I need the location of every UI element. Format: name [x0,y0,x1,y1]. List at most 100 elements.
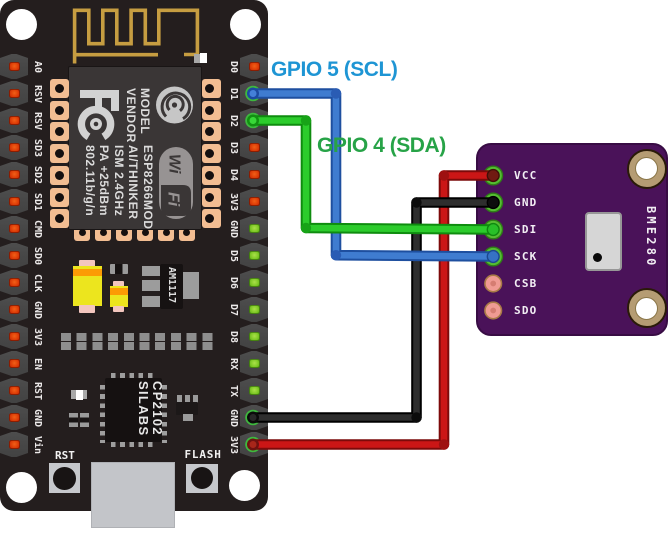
esp-pad [202,209,221,229]
nodemcu-left-pin: EN [0,350,43,377]
resistor-row [60,342,218,350]
pin-label: RST [31,381,43,400]
pin-label: CMD [31,219,43,238]
resistor-row [60,332,218,341]
pin-label: D6 [227,276,239,289]
nodemcu-left-pin: CMD [0,215,43,242]
nodemcu-left-pin: GND [0,404,43,431]
pin-label: SD1 [31,192,43,211]
pin-pad [8,359,20,368]
capacitor-small-stripe [110,288,128,295]
pin-pad [8,386,20,395]
diode [110,263,128,274]
nodemcu-left-pin: GND [0,296,43,323]
pin-label: EN [31,357,43,370]
nodemcu-left-pin: RSV [0,107,43,134]
bme280-mounting-hole-top-inner [635,157,658,180]
pin-label: D1 [227,87,239,100]
cp2102-pins [111,373,157,378]
pin-label: SD2 [31,165,43,184]
pin-pad [248,440,260,449]
capacitor-large-tab [79,305,95,313]
pin-pad [248,332,260,341]
pin-pad [248,170,260,179]
nodemcu-left-pin: A0 [0,53,43,80]
voltage-regulator [159,264,183,309]
fcc-logo [77,90,119,140]
esp-module-text-line: AI/THINKER [126,145,141,220]
esp-pad [50,165,69,185]
nodemcu-left-pin: CLK [0,269,43,296]
nodemcu-right-pin: RX [228,350,268,377]
nodemcu-right-pin: D6 [228,269,268,296]
pin-label: A0 [31,60,43,73]
flash-button-cap [190,466,214,490]
nodemcu-artwork: Wi Fi [72,8,200,219]
pin-label: D3 [227,141,239,154]
usb-connector [91,462,175,528]
pin-label: CLK [31,273,43,292]
nodemcu-left-pin: SD2 [0,161,43,188]
bme280-pin-label: SCK [514,249,538,263]
esp-module-text-line: MODEL [137,88,152,135]
bme280-pin-label: GND [514,195,538,209]
pin-pad [248,386,260,395]
pin-pad [8,224,20,233]
pin-pad [8,413,20,422]
esp-pad [178,229,195,241]
nodemcu-right-pin: D1 [228,80,268,107]
flash-button-label: FLASH [184,447,222,461]
pin-label: D8 [227,330,239,343]
pin-pad [248,413,260,422]
pin-pad [248,251,260,260]
nodemcu-left-pin: SD1 [0,188,43,215]
regulator-label: AM1117 [166,267,177,304]
pin-label: GND [227,408,239,427]
pin-pad [8,305,20,314]
pin-label: 3V3 [227,435,239,454]
nodemcu-left-pin: Vin [0,431,43,458]
esp-module-text-line: 802.11b/g/n [82,145,97,217]
wire-red-3v3-vcc [247,170,499,450]
esp-module-text-line: PA +25dBm [97,145,112,217]
bme280-sensor-chip [585,212,622,271]
pin-label: D2 [227,114,239,127]
wifi-antenna-trace [72,8,200,64]
nodemcu-board: Wi Fi MODEL [0,0,268,511]
bme280-pin-label: SDI [514,222,538,236]
pin-pad [248,89,260,98]
pin-label: SD0 [31,246,43,265]
pin-pad [248,224,260,233]
wire-green-d2-sdi [247,115,499,235]
nodemcu-mounting-hole-top-right [229,8,261,40]
nodemcu-right-pin-header: D0 D1 D2 D3 [228,53,268,458]
cp2102-pins [100,385,105,443]
pin-pad [8,170,20,179]
pin-pad [248,62,260,71]
esp-pad [74,229,91,241]
pin-label: GND [227,219,239,238]
pin-pad [8,440,20,449]
nodemcu-left-pin: 3V3 [0,323,43,350]
esp-pad [202,100,221,120]
bme280-board-label: BME280 [644,206,658,269]
pin-label: D5 [227,249,239,262]
sda-wire-label: GPIO 4 (SDA) [317,134,446,157]
esp-pad [202,79,221,98]
nodemcu-right-pin: 3V3 [228,188,268,215]
pin-label: 3V3 [31,327,43,346]
nodemcu-right-pin: D7 [228,296,268,323]
pin-pad [8,116,20,125]
pin-label: GND [31,408,43,427]
wifi-logo: Wi Fi [159,147,193,219]
resistor [68,413,78,427]
nodemcu-left-pin: RSV [0,80,43,107]
pin-label: GND [31,300,43,319]
pin-label: RSV [31,84,43,103]
scl-wire-label: GPIO 5 (SCL) [271,58,398,81]
esp-pad [137,229,154,241]
capacitor-large-stripe [72,269,102,276]
pin-pad [8,62,20,71]
pin-pad [248,278,260,287]
